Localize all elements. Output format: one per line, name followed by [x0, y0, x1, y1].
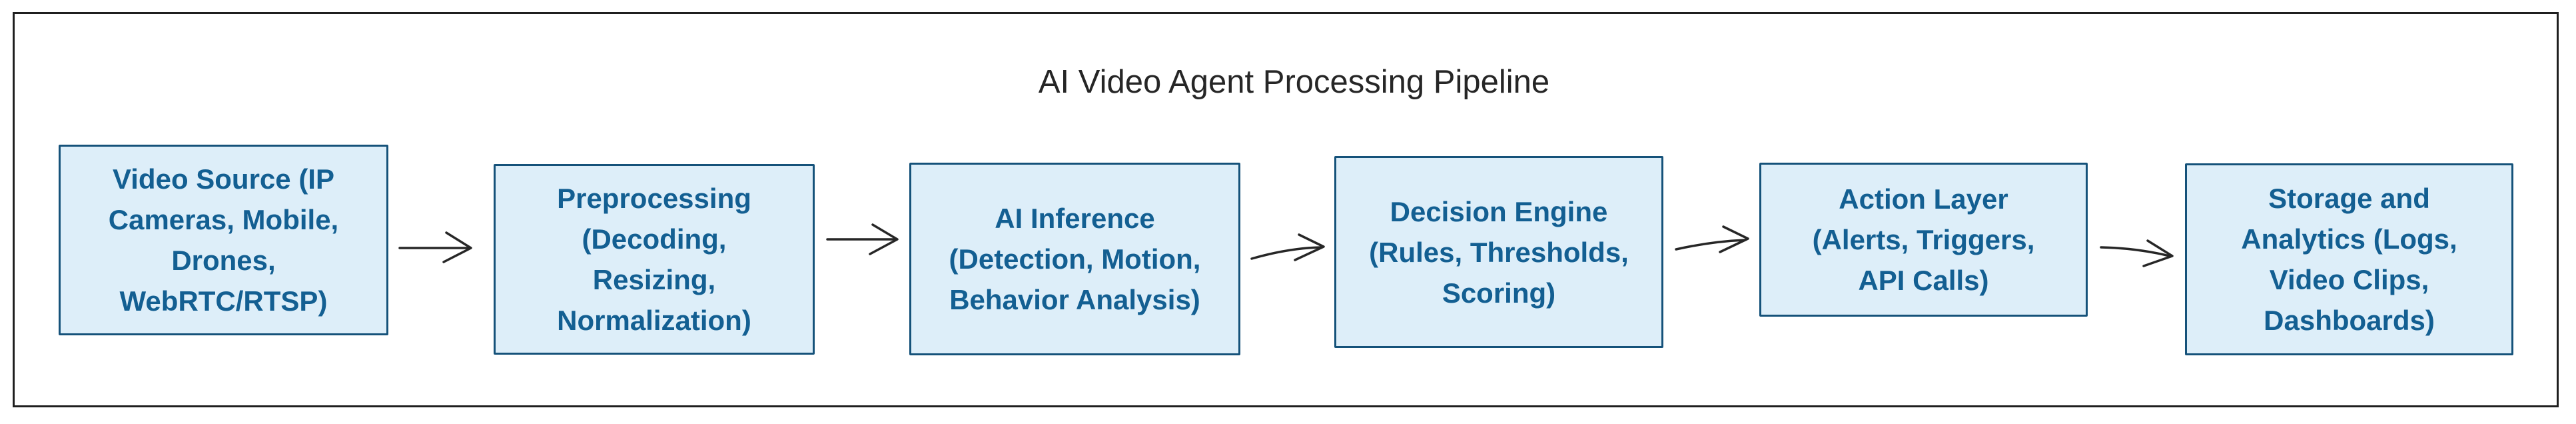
node-action-layer: Action Layer (Alerts, Triggers, API Call… [1759, 163, 2088, 317]
node-storage-analytics-label: Storage and Analytics (Logs, Video Clips… [2241, 183, 2457, 336]
node-preprocessing: Preprocessing (Decoding, Resizing, Norma… [494, 164, 815, 355]
diagram-frame [13, 12, 2559, 407]
node-ai-inference-label: AI Inference (Detection, Motion, Behavio… [949, 203, 1201, 315]
node-storage-analytics: Storage and Analytics (Logs, Video Clips… [2185, 163, 2513, 355]
node-ai-inference: AI Inference (Detection, Motion, Behavio… [909, 163, 1240, 355]
node-decision-engine: Decision Engine (Rules, Thresholds, Scor… [1334, 156, 1663, 348]
diagram-title: AI Video Agent Processing Pipeline [1038, 64, 1550, 100]
node-preprocessing-label: Preprocessing (Decoding, Resizing, Norma… [557, 183, 751, 336]
node-action-layer-label: Action Layer (Alerts, Triggers, API Call… [1812, 183, 2035, 296]
node-video-source-label: Video Source (IP Cameras, Mobile, Drones… [108, 163, 339, 317]
node-decision-engine-label: Decision Engine (Rules, Thresholds, Scor… [1369, 195, 1629, 309]
node-video-source: Video Source (IP Cameras, Mobile, Drones… [59, 145, 388, 335]
